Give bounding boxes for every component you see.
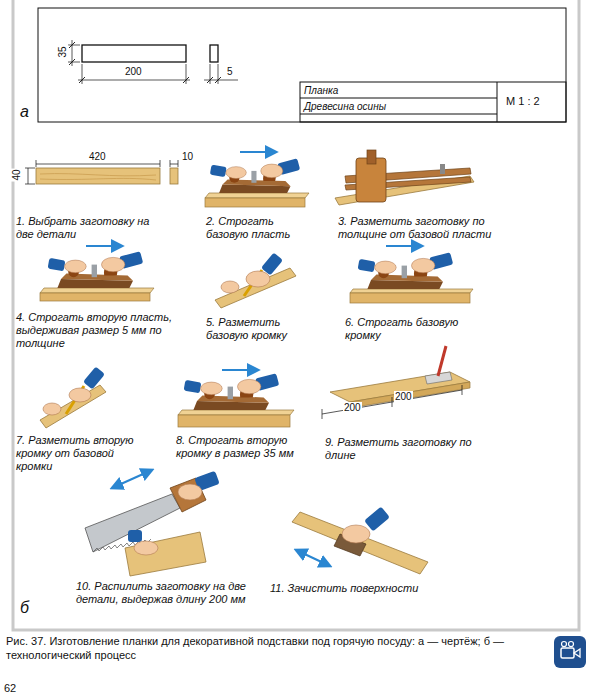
step-caption: 3. Разметить заготовку по толщине от баз… [338,215,518,241]
dimension-number: 5 [226,66,234,78]
page-number: 62 [4,682,16,695]
step-caption: 11. Зачистить поверхности [270,582,450,595]
dimension-number: 200 [343,402,362,414]
dimension-number: 200 [124,66,143,78]
dimension-number: 10 [181,151,194,163]
part-letter: а [20,102,29,121]
step-caption: 7. Разметить вторую кромку от базовой кр… [16,434,151,474]
dimension-number: 420 [88,151,107,163]
step-caption: 1. Выбрать заготовку на две детали [16,215,156,241]
part-letter: б [20,598,29,617]
title-block-cell: М 1 : 2 [506,95,540,108]
step-caption: 4. Строгать вторую пласть, выдерживая ра… [16,311,181,351]
step-caption: 6. Строгать базовую кромку [345,316,480,342]
dimension-number: 200 [394,391,413,403]
figure-caption: Рис. 37. Изготовление планки для декорат… [6,635,546,663]
dimension-number: 35 [57,45,69,58]
step-caption: 2. Строгать базовую пласть [206,215,318,241]
title-block-cell: Древесина осины [304,101,386,113]
step-caption: 10. Распилить заготовку на две детали, в… [76,580,261,606]
title-block-cell: Планка [304,85,338,97]
step-caption: 9. Разметить заготовку по длине [325,436,500,462]
step-caption: 5. Разметить базовую кромку [206,316,318,342]
dimension-number: 40 [11,168,23,181]
step-caption: 8. Строгать вторую кромку в размер 35 мм [176,434,301,460]
